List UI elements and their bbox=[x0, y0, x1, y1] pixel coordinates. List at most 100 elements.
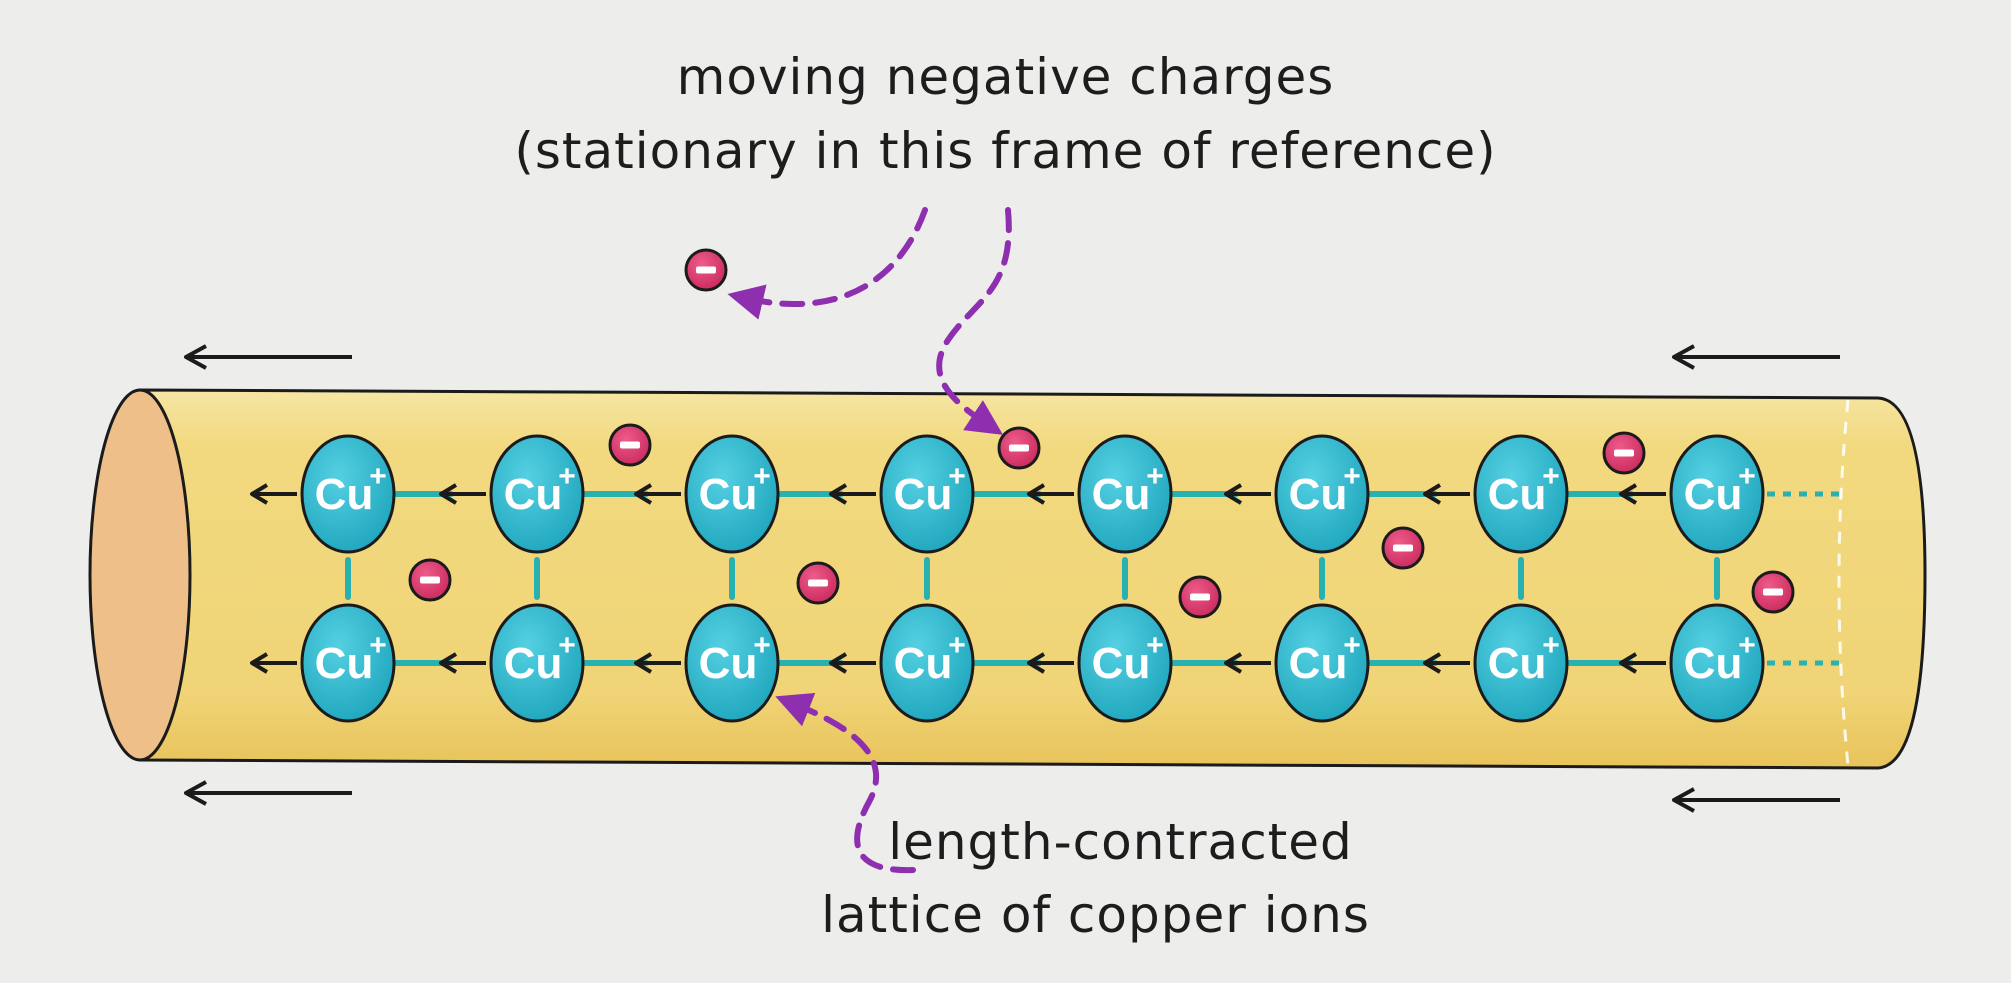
ion-charge: + bbox=[948, 629, 966, 662]
ion-motion-arrow bbox=[250, 483, 297, 505]
lattice-label-line2: lattice of copper ions bbox=[821, 886, 1370, 944]
charges-label-line1: moving negative charges bbox=[676, 48, 1335, 106]
ion-motion-arrow bbox=[1224, 483, 1271, 505]
ion-symbol: Cu bbox=[315, 470, 374, 519]
electron bbox=[796, 561, 840, 605]
copper-ion: Cu+ bbox=[879, 603, 975, 723]
wire-left-end-face bbox=[88, 388, 192, 762]
ion-charge: + bbox=[753, 460, 771, 493]
copper-ion: Cu+ bbox=[1274, 434, 1370, 554]
copper-ion: Cu+ bbox=[879, 434, 975, 554]
electron-minus-sign bbox=[1763, 588, 1783, 596]
electron-minus-sign bbox=[1190, 593, 1210, 601]
electron bbox=[1751, 570, 1795, 614]
ion-charge: + bbox=[369, 629, 387, 662]
ion-motion-arrow bbox=[829, 652, 876, 674]
ion-symbol: Cu bbox=[315, 639, 374, 688]
annotation-arrow-to-lattice bbox=[775, 692, 916, 874]
electrons bbox=[408, 248, 1795, 619]
ion-motion-arrow bbox=[1027, 652, 1074, 674]
electron bbox=[997, 426, 1041, 470]
ion-symbol: Cu bbox=[1092, 470, 1151, 519]
copper-ion: Cu+ bbox=[300, 434, 396, 554]
ion-motion-arrow bbox=[634, 652, 681, 674]
ion-motion-arrow bbox=[1224, 652, 1271, 674]
electron-minus-sign bbox=[420, 576, 440, 584]
wire-right-end-hidden-edge bbox=[1837, 399, 1850, 767]
electron-minus-sign bbox=[1393, 544, 1413, 552]
ion-symbol: Cu bbox=[1684, 470, 1743, 519]
ion-symbol: Cu bbox=[894, 639, 953, 688]
ion-motion-arrow bbox=[829, 483, 876, 505]
copper-ion: Cu+ bbox=[1669, 434, 1765, 554]
ion-charge: + bbox=[558, 460, 576, 493]
electron bbox=[1381, 526, 1425, 570]
ion-motion-arrow bbox=[1027, 483, 1074, 505]
annotation-arrow-to-free-electron bbox=[727, 207, 928, 320]
copper-ion: Cu+ bbox=[1077, 603, 1173, 723]
ion-charge: + bbox=[948, 460, 966, 493]
lattice-label-line1: length-contracted bbox=[888, 813, 1353, 871]
copper-ion: Cu+ bbox=[1473, 603, 1569, 723]
ion-motion-arrow bbox=[1619, 652, 1666, 674]
ion-motion-arrow bbox=[439, 652, 486, 674]
electron-minus-sign bbox=[808, 579, 828, 587]
electron bbox=[684, 248, 728, 292]
motion-arrow-bottom-left bbox=[184, 780, 352, 806]
annotation-arrows bbox=[727, 207, 1012, 874]
copper-ion: Cu+ bbox=[1077, 434, 1173, 554]
ion-symbol: Cu bbox=[1684, 639, 1743, 688]
copper-ion: Cu+ bbox=[489, 434, 585, 554]
copper-ion: Cu+ bbox=[684, 603, 780, 723]
electron-minus-sign bbox=[696, 266, 716, 274]
ion-charge: + bbox=[1738, 629, 1756, 662]
ion-symbol: Cu bbox=[699, 470, 758, 519]
motion-arrow-bottom-right bbox=[1672, 787, 1840, 813]
electron bbox=[608, 423, 652, 467]
copper-ion: Cu+ bbox=[1473, 434, 1569, 554]
ion-charge: + bbox=[1343, 629, 1361, 662]
ion-charge: + bbox=[1146, 629, 1164, 662]
electron-minus-sign bbox=[1009, 444, 1029, 452]
ion-symbol: Cu bbox=[1488, 470, 1547, 519]
ion-motion-arrows bbox=[250, 483, 1666, 674]
electron bbox=[1602, 431, 1646, 475]
ion-charge: + bbox=[1542, 460, 1560, 493]
ion-motion-arrow bbox=[250, 652, 297, 674]
electron bbox=[1178, 575, 1222, 619]
ion-motion-arrow bbox=[1423, 652, 1470, 674]
ion-symbol: Cu bbox=[1289, 639, 1348, 688]
ion-motion-arrow bbox=[1619, 483, 1666, 505]
copper-ion: Cu+ bbox=[684, 434, 780, 554]
copper-ion: Cu+ bbox=[1669, 603, 1765, 723]
ion-charge: + bbox=[1542, 629, 1560, 662]
electron bbox=[408, 558, 452, 602]
ion-symbol: Cu bbox=[1289, 470, 1348, 519]
copper-ion: Cu+ bbox=[300, 603, 396, 723]
ion-motion-arrow bbox=[439, 483, 486, 505]
ion-symbol: Cu bbox=[1488, 639, 1547, 688]
copper-ion: Cu+ bbox=[1274, 603, 1370, 723]
annotation-arrow-to-wire-electron bbox=[936, 207, 1012, 435]
ion-charge: + bbox=[753, 629, 771, 662]
electron-minus-sign bbox=[620, 441, 640, 449]
motion-arrow-top-right bbox=[1672, 344, 1840, 370]
ion-motion-arrow bbox=[634, 483, 681, 505]
ion-symbol: Cu bbox=[1092, 639, 1151, 688]
ion-symbol: Cu bbox=[504, 470, 563, 519]
ion-charge: + bbox=[558, 629, 576, 662]
ion-charge: + bbox=[369, 460, 387, 493]
ion-motion-arrow bbox=[1423, 483, 1470, 505]
ion-charge: + bbox=[1738, 460, 1756, 493]
ion-charge: + bbox=[1146, 460, 1164, 493]
copper-ion: Cu+ bbox=[489, 603, 585, 723]
copper-ion-lattice: Cu+Cu+Cu+Cu+Cu+Cu+Cu+Cu+Cu+Cu+Cu+Cu+Cu+C… bbox=[300, 434, 1765, 723]
electron-minus-sign bbox=[1614, 449, 1634, 457]
ion-symbol: Cu bbox=[504, 639, 563, 688]
ion-symbol: Cu bbox=[894, 470, 953, 519]
ion-charge: + bbox=[1343, 460, 1361, 493]
ion-symbol: Cu bbox=[699, 639, 758, 688]
charges-label-line2: (stationary in this frame of reference) bbox=[514, 122, 1497, 180]
motion-arrow-top-left bbox=[184, 344, 352, 370]
